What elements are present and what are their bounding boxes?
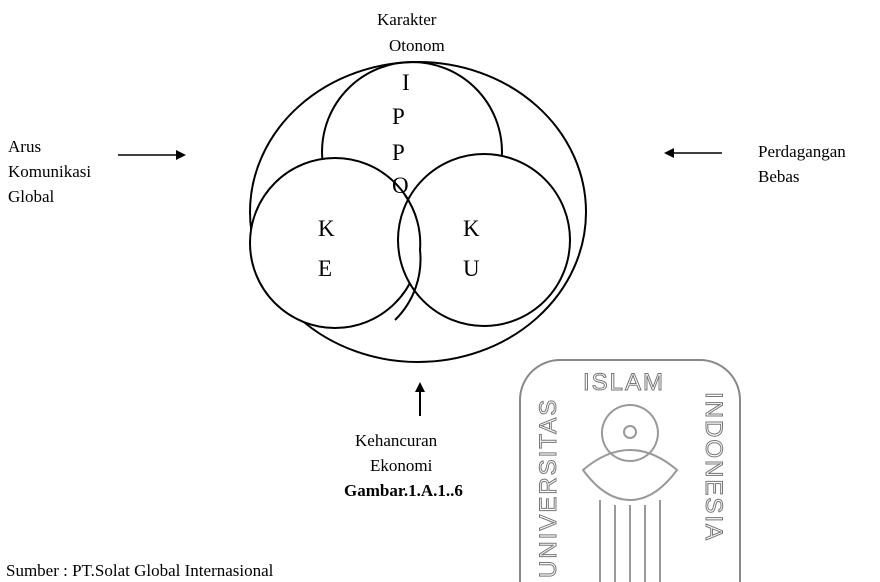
- top-letter-2: P: [392, 104, 405, 129]
- watermark-left-text: UNIVERSITAS: [535, 398, 562, 578]
- bottom-label-line2: Ekonomi: [370, 456, 433, 475]
- right-label-line2: Bebas: [758, 167, 800, 186]
- watermark-top-text: ISLAM: [583, 369, 665, 396]
- top-letter-1: I: [402, 70, 410, 95]
- figure-caption: Gambar.1.A.1..6: [344, 481, 463, 500]
- left-label-line1: Arus: [8, 137, 41, 156]
- watermark-emblem: [581, 404, 679, 582]
- university-watermark: ISLAM UNIVERSITAS INDONESIA: [519, 359, 741, 582]
- watermark-right-text: INDONESIA: [700, 392, 727, 542]
- left-circle-inner-arc: [394, 194, 422, 321]
- left-letter-2: E: [318, 256, 332, 281]
- left-label-line3: Global: [8, 187, 55, 206]
- right-letter-1: K: [463, 216, 480, 241]
- top-letter-4: O: [392, 173, 409, 198]
- right-label-line1: Perdagangan: [758, 142, 846, 161]
- top-label-line2: Otonom: [389, 36, 445, 55]
- left-label-line2: Komunikasi: [8, 162, 91, 181]
- watermark-frame: [519, 359, 741, 582]
- right-letter-2: U: [463, 256, 480, 281]
- bottom-label-line1: Kehancuran: [355, 431, 438, 450]
- source-note: Sumber : PT.Solat Global Internasional: [6, 561, 274, 580]
- right-circle: [397, 153, 571, 327]
- left-letter-1: K: [318, 216, 335, 241]
- top-letter-3: P: [392, 140, 405, 165]
- top-label-line1: Karakter: [377, 10, 437, 29]
